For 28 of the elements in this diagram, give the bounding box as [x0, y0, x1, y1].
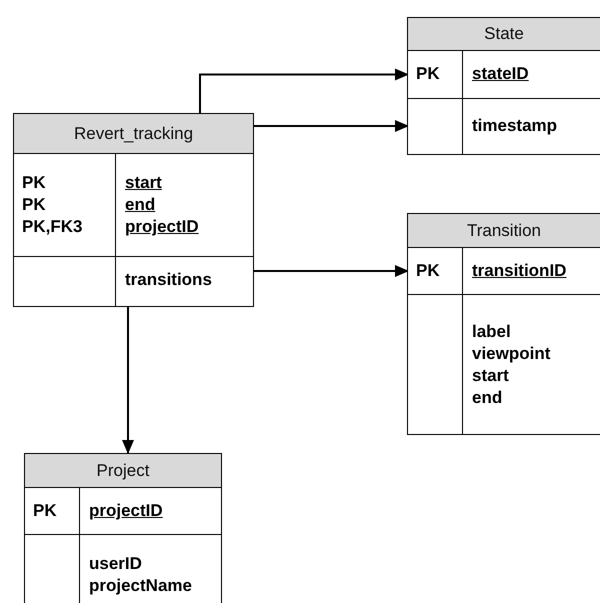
field-name: timestamp: [471, 115, 558, 137]
table-name: Project: [25, 454, 221, 488]
field-name: projectID: [88, 500, 164, 522]
field-name: transitionID: [471, 260, 568, 282]
key-cell: PK PK PK,FK3: [14, 154, 116, 256]
entity-section: [25, 534, 221, 603]
entity-section: [408, 98, 600, 154]
field-name: stateID: [471, 63, 530, 85]
arrow: [253, 265, 409, 277]
entity-table: [407, 17, 600, 155]
arrow: [122, 307, 134, 454]
entity-section: [408, 294, 600, 434]
arrow: [199, 68, 409, 113]
entity-section: [14, 256, 253, 306]
field-name: userID projectName: [88, 553, 193, 597]
field-name: label viewpoint start end: [471, 321, 552, 409]
entity-table: [13, 113, 254, 307]
field-name: transitions: [124, 269, 213, 291]
entity-table: [407, 213, 600, 435]
table-name: Transition: [408, 214, 600, 248]
key-cell: PK: [25, 488, 80, 534]
table-name: State: [408, 18, 600, 51]
entity-table: [24, 453, 222, 603]
arrow: [254, 120, 409, 132]
key-cell: PK: [408, 51, 463, 98]
key-cell: PK: [408, 248, 463, 294]
field-name: start end projectID: [124, 172, 200, 238]
table-name: Revert_tracking: [14, 114, 253, 154]
